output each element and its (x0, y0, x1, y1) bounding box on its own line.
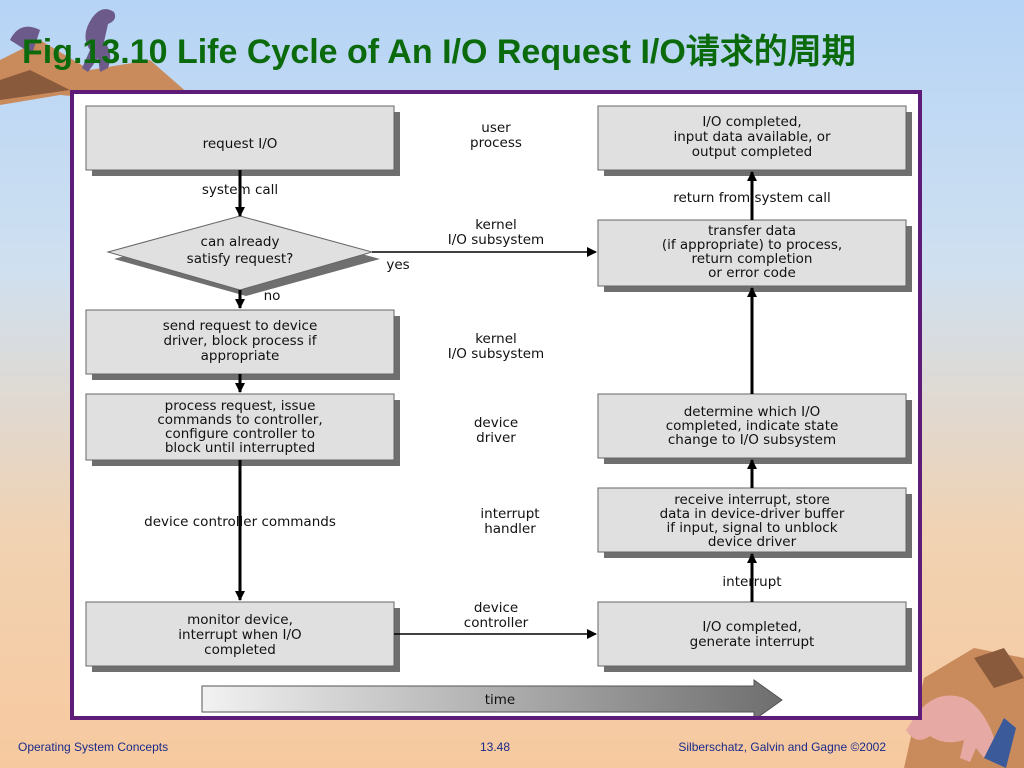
box-text: satisfy request? (187, 251, 294, 267)
box-text: return completion (692, 251, 813, 267)
figure-frame: request I/O can already satisfy request?… (70, 90, 922, 720)
footer-authors: Silberschatz, Galvin and Gagne ©2002 (678, 740, 886, 754)
layer-text: interrupt (480, 506, 539, 522)
box-generate-interrupt: I/O completed, generate interrupt (597, 601, 912, 672)
box-text: send request to device (163, 318, 318, 334)
box-text: I/O completed, (702, 619, 801, 635)
box-process-request: process request, issue commands to contr… (85, 393, 400, 466)
box-text: appropriate (201, 348, 280, 364)
box-text: input data available, or (673, 129, 830, 145)
box-text: driver, block process if (163, 333, 317, 349)
box-io-completed-top: I/O completed, input data available, or … (597, 105, 912, 176)
slide-title: Fig.13.10 Life Cycle of An I/O Request I… (22, 33, 856, 71)
dinosaur-illustration-bottom (904, 648, 1024, 768)
box-request-io: request I/O (85, 105, 400, 176)
box-transfer-data: transfer data (if appropriate) to proces… (597, 219, 912, 292)
label-return-from-system-call: return from system call (673, 190, 831, 206)
layer-label-kernel-2: kernel I/O subsystem (448, 331, 544, 362)
box-text: completed, indicate state (666, 418, 839, 434)
box-text: if input, signal to unblock (666, 520, 837, 536)
box-text: transfer data (708, 223, 796, 239)
box-text: determine which I/O (684, 404, 821, 420)
footer-slide-number: 13.48 (480, 740, 511, 754)
layer-label-user-process: user process (470, 120, 522, 151)
box-send-request: send request to device driver, block pro… (85, 309, 400, 380)
layer-text: process (470, 135, 522, 151)
box-text: commands to controller, (157, 412, 322, 428)
layer-text: I/O subsystem (448, 346, 544, 362)
footer-course-title: Operating System Concepts (18, 740, 169, 754)
layer-text: handler (484, 521, 536, 537)
box-decision-satisfy: can already satisfy request? (106, 215, 380, 296)
layer-text: kernel (475, 331, 517, 347)
label-system-call: system call (202, 182, 278, 198)
dinosaur-illustration-top (0, 9, 190, 105)
box-text: output completed (692, 144, 812, 160)
box-text: generate interrupt (690, 634, 815, 650)
box-text: configure controller to (165, 426, 315, 442)
box-text: request I/O (203, 136, 278, 152)
box-text: can already (201, 234, 280, 250)
label-yes: yes (386, 257, 409, 273)
layer-text: device (474, 600, 518, 616)
box-receive-interrupt: receive interrupt, store data in device-… (597, 487, 912, 558)
layer-text: kernel (475, 217, 517, 233)
box-text: or error code (708, 265, 796, 281)
layer-text: driver (476, 430, 516, 446)
box-text: completed (204, 642, 276, 658)
label-interrupt: interrupt (722, 574, 781, 590)
box-text: receive interrupt, store (674, 492, 830, 508)
layer-label-device-driver: device driver (474, 415, 518, 446)
box-text: device driver (708, 534, 797, 550)
io-lifecycle-diagram: request I/O can already satisfy request?… (85, 105, 912, 716)
box-text: (if appropriate) to process, (662, 237, 842, 253)
layer-text: user (481, 120, 511, 136)
label-device-controller-commands: device controller commands (144, 514, 336, 530)
box-text: I/O completed, (702, 114, 801, 130)
box-determine-io: determine which I/O completed, indicate … (597, 393, 912, 464)
layer-text: device (474, 415, 518, 431)
box-monitor-device: monitor device, interrupt when I/O compl… (85, 601, 400, 672)
box-text: process request, issue (165, 398, 316, 414)
layer-text: I/O subsystem (448, 232, 544, 248)
label-no: no (264, 288, 281, 304)
box-text: change to I/O subsystem (668, 432, 836, 448)
label-time: time (485, 692, 516, 708)
layer-label-kernel-1: kernel I/O subsystem (448, 217, 544, 248)
box-text: data in device-driver buffer (660, 506, 845, 522)
box-text: block until interrupted (165, 440, 315, 456)
box-text: monitor device, (187, 612, 293, 628)
time-arrow: time (201, 679, 783, 716)
layer-label-interrupt-handler: interrupt handler (480, 506, 539, 537)
box-text: interrupt when I/O (178, 627, 301, 643)
layer-text: controller (464, 615, 529, 631)
layer-label-device-controller: device controller (464, 600, 529, 631)
